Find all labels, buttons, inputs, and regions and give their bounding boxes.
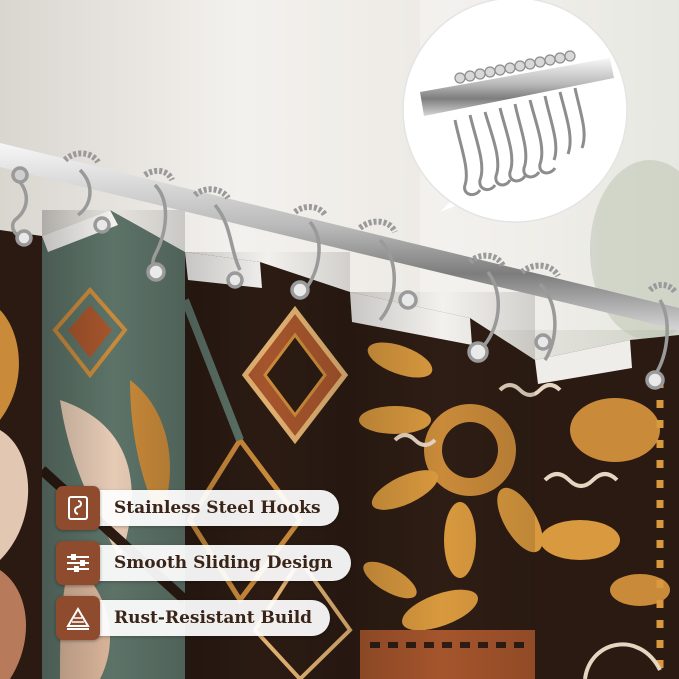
feature-label: Stainless Steel Hooks — [114, 498, 321, 518]
feature-label: Rust-Resistant Build — [114, 608, 313, 628]
pattern-flower — [610, 574, 670, 606]
pattern-flower — [540, 520, 620, 560]
curtain-hem-4 — [535, 340, 632, 384]
hook — [358, 218, 418, 322]
hook — [520, 262, 561, 361]
pattern-arc — [583, 642, 662, 679]
closeup-rod — [420, 58, 614, 116]
hook — [10, 166, 33, 247]
shield-surface-icon — [56, 596, 100, 640]
pattern-leaf — [0, 430, 29, 560]
hook — [62, 150, 111, 234]
closeup-hooks — [453, 87, 586, 197]
closeup-bead-rollers — [454, 50, 576, 84]
hook-box-icon — [56, 486, 100, 530]
curtain-rod — [0, 143, 679, 330]
feature-label-pill: Rust-Resistant Build — [92, 600, 331, 636]
feature-badge-rust: Rust-Resistant Build — [56, 596, 331, 640]
feature-badge-sliding: Smooth Sliding Design — [56, 541, 351, 585]
pattern-flower — [570, 398, 660, 462]
feature-label-pill: Smooth Sliding Design — [92, 545, 351, 581]
feature-label: Smooth Sliding Design — [114, 553, 333, 573]
feature-label-pill: Stainless Steel Hooks — [92, 490, 339, 526]
hook — [290, 204, 328, 300]
feature-badge-stainless: Stainless Steel Hooks — [56, 486, 339, 530]
rod-hooks — [10, 150, 678, 390]
hook — [192, 186, 244, 289]
pattern-leaf — [0, 310, 19, 420]
hook — [143, 167, 175, 282]
pattern-wave — [543, 472, 619, 488]
sliders-icon — [56, 541, 100, 585]
hooks-closeup-callout — [402, 0, 628, 223]
pattern-leaf — [0, 570, 27, 679]
hook — [467, 252, 506, 363]
hook — [645, 282, 678, 390]
